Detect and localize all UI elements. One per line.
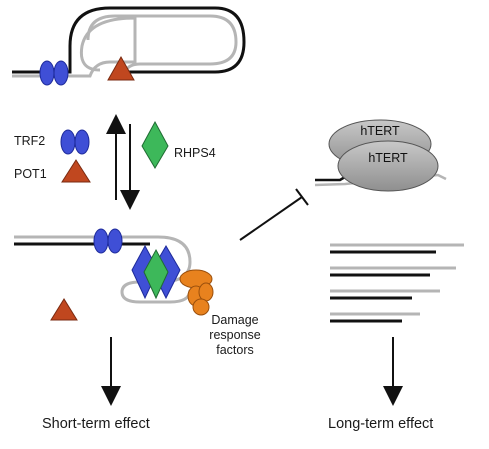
damage-response-proteins (179, 269, 214, 316)
inhibition-bar (295, 188, 309, 206)
damage-label-line2: response (209, 328, 261, 342)
pot1-displaced (50, 298, 78, 321)
damage-label-line1: Damage (211, 313, 259, 327)
damage-label-line3: factors (216, 343, 254, 357)
htert-bottom-ellipse (337, 140, 439, 192)
t-loop-structure (12, 6, 246, 86)
pot1-legend-icon (61, 159, 91, 183)
damage-response-label: Damage response factors (198, 313, 272, 358)
rhps4-legend-icon (141, 120, 169, 169)
pot1-triangle-top (107, 55, 135, 81)
telomerase-complex (314, 119, 447, 192)
htert-bottom-label: hTERT (368, 151, 408, 165)
long-term-effect-label: Long-term effect (328, 416, 434, 432)
rhps4-label: RHPS4 (174, 146, 216, 160)
g-quadruplex-strand (120, 235, 192, 304)
trf2-dimer-top (39, 60, 69, 86)
trf2-label: TRF2 (14, 134, 46, 148)
trf2-dimer-middle (93, 228, 123, 254)
trf2-legend-icon (60, 129, 90, 155)
t-loop-inner-loop (86, 14, 238, 71)
pot1-label: POT1 (14, 167, 47, 181)
htert-top-label: hTERT (360, 124, 400, 138)
shortened-telomeres (330, 243, 464, 323)
short-term-effect-label: Short-term effect (42, 416, 150, 432)
inhibition-line (239, 196, 303, 241)
t-loop-dna-black (12, 6, 246, 74)
t-loop-dna-grey (12, 16, 137, 78)
open-telomere-structure (14, 228, 214, 321)
g-quadruplex-rhps4-stack (131, 244, 181, 300)
